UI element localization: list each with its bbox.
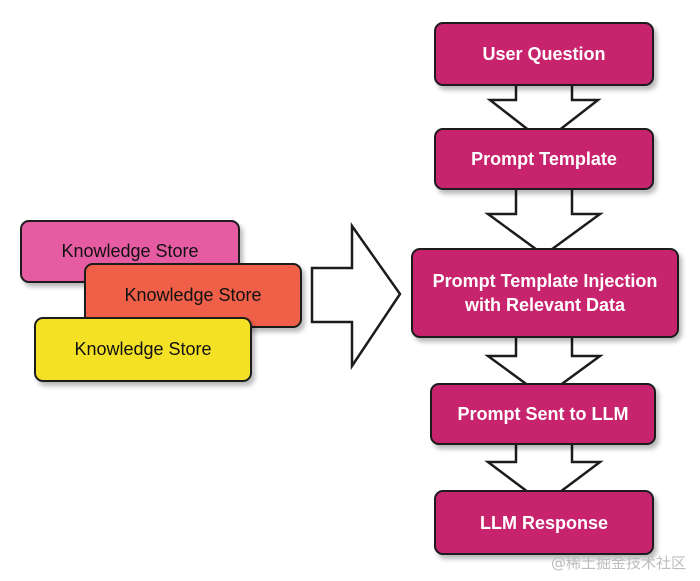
flow-step-label: Prompt Sent to LLM [457, 404, 629, 424]
flow-step-label: User Question [482, 44, 606, 64]
flow-step-prompt-sent: Prompt Sent to LLM [430, 383, 656, 445]
down-arrow-icon [484, 334, 604, 399]
knowledge-store-label: Knowledge Store [61, 241, 199, 261]
knowledge-store-label: Knowledge Store [124, 285, 262, 305]
down-arrow-icon [484, 186, 604, 257]
watermark-text: @稀土掘金技术社区 [550, 554, 686, 572]
flow-step-label: LLM Response [479, 512, 608, 533]
down-arrow-icon [484, 441, 604, 506]
flow-step-label: Prompt Template Injection with Relevant … [432, 271, 658, 315]
flow-step-llm-response: LLM Response [434, 490, 654, 555]
knowledge-store-label: Knowledge Store [74, 339, 212, 359]
knowledge-store-box: Knowledge Store [34, 317, 252, 382]
flow-step-template-injection: Prompt Template Injection with Relevant … [411, 248, 679, 338]
flow-step-label: Prompt Template [471, 149, 617, 169]
flow-step-prompt-template: Prompt Template [434, 128, 654, 190]
flow-step-user-question: User Question [434, 22, 654, 86]
down-arrow-icon [486, 82, 602, 144]
right-arrow-icon [310, 222, 402, 371]
